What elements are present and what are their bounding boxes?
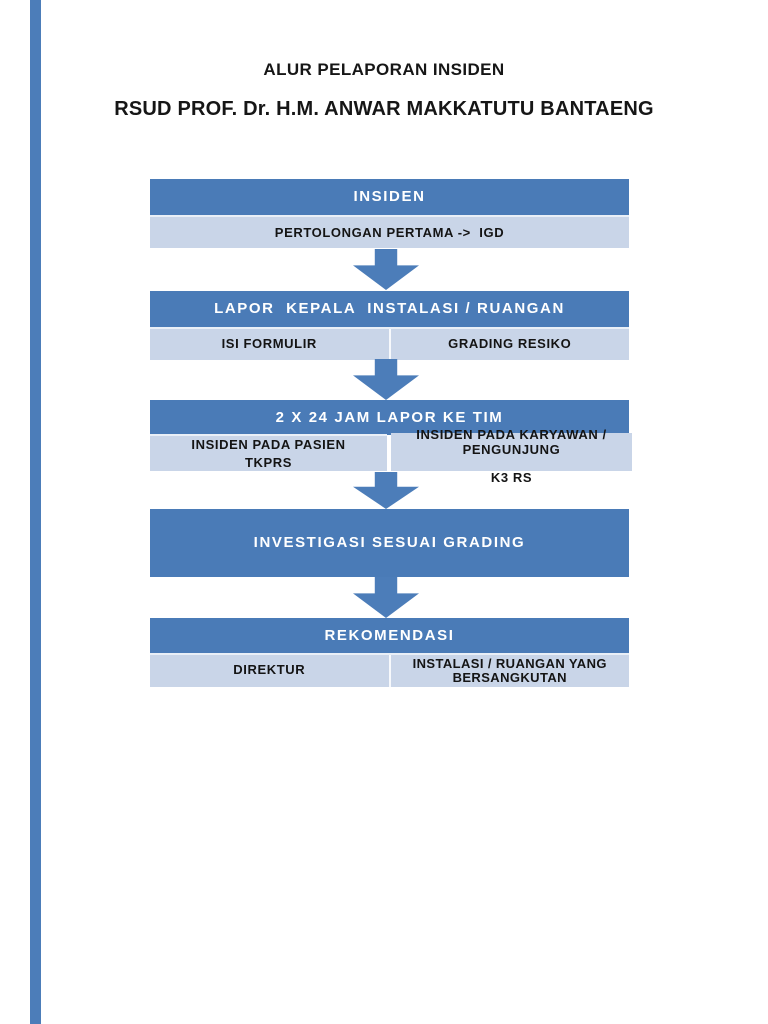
flow-arrow-down-icon: [353, 577, 419, 618]
step1-header-insiden: INSIDEN: [150, 179, 629, 215]
step2-body: ISI FORMULIR GRADING RESIKO: [150, 327, 629, 360]
page-subtitle: RSUD PROF. Dr. H.M. ANWAR MAKKATUTU BANT…: [114, 98, 654, 120]
page-edge-bar: [30, 0, 41, 1024]
step5-body: DIREKTUR INSTALASI / RUANGAN YANG BERSAN…: [150, 653, 629, 687]
step3-text-tkprs: TKPRS: [244, 455, 293, 470]
step3-text-insiden-pada-pasien: INSIDEN PADA PASIEN: [191, 437, 346, 452]
step3-cell-karyawan: [391, 433, 632, 471]
step2-header-lapor: LAPOR KEPALA INSTALASI / RUANGAN: [150, 291, 629, 327]
step3-text-pengunjung: PENGUNJUNG: [462, 442, 561, 457]
step3-header-2x24jam: 2 X 24 JAM LAPOR KE TIM: [150, 400, 629, 435]
step2-cell-isi-formulir: ISI FORMULIR: [150, 329, 391, 360]
step5-cell-direktur: DIREKTUR: [150, 655, 391, 687]
step3-cell-pasien: [150, 434, 387, 471]
step5-header-rekomendasi: REKOMENDASI: [150, 618, 629, 653]
step2-cell-grading-resiko: GRADING RESIKO: [448, 336, 572, 351]
flow-arrow-down-icon: [353, 249, 419, 290]
step4-box-investigasi: INVESTIGASI SESUAI GRADING: [150, 509, 629, 577]
step3-text-insiden-pada-karyawan: INSIDEN PADA KARYAWAN /: [416, 427, 607, 442]
step1-body-pertolongan: PERTOLONGAN PERTAMA -> IGD: [150, 215, 629, 248]
step3-text-k3rs: K3 RS: [490, 470, 533, 485]
step5-cell-instalasi: INSTALASI / RUANGAN YANG BERSANGKUTAN: [412, 656, 607, 685]
page-title: ALUR PELAPORAN INSIDEN: [263, 60, 505, 79]
flow-arrow-down-icon: [353, 359, 419, 400]
